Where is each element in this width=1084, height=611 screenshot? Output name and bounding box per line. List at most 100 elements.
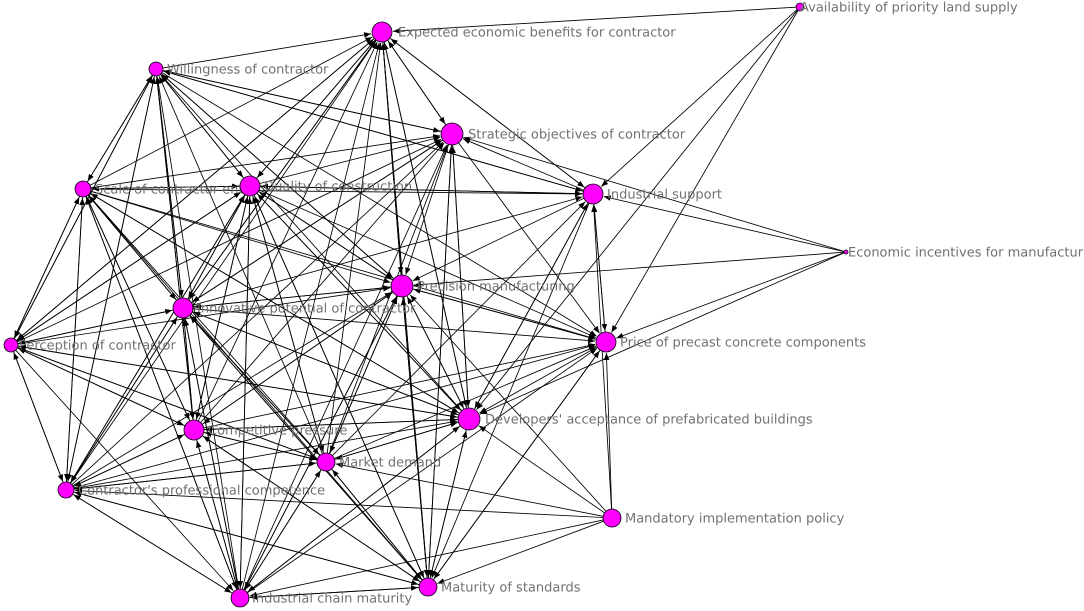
edge-IP-to-PC — [18, 309, 174, 345]
node-circle-mi — [602, 508, 622, 528]
edge-SC-to-DA — [89, 192, 459, 414]
edge-AL-to-IS — [600, 9, 798, 187]
edge-CC-to-EB — [70, 40, 377, 484]
edge-IP-to-MS — [189, 315, 422, 580]
edge-MS-to-IC — [249, 587, 420, 600]
edge-SC-to-IP — [87, 194, 177, 300]
edge-CC-to-PM — [72, 291, 392, 487]
node-pc: Perception of contractor — [3, 337, 176, 354]
edge-AL-to-PP — [611, 10, 799, 333]
edge-PC-to-DA — [17, 345, 458, 419]
edge-SC-to-PC — [14, 196, 80, 338]
edge-MD-to-SC — [88, 195, 321, 456]
node-qc: Quality of construction — [239, 175, 412, 197]
edge-QC-to-IP — [187, 194, 246, 299]
node-cp: Competitive pressure — [183, 419, 347, 441]
node-label-cp: Competitive pressure — [208, 424, 347, 439]
edge-MI-to-MS — [437, 520, 604, 584]
edge-EI-to-SO — [463, 136, 845, 252]
node-ei: Economic incentives for manufacturing — [843, 246, 1084, 261]
edge-QC-to-PM — [258, 191, 393, 280]
edge-EB-to-DA — [383, 41, 468, 408]
edge-WC-to-PC — [14, 75, 154, 339]
edge-QC-to-IC — [237, 195, 251, 589]
node-sc: Scale of contractor enter — [74, 180, 258, 198]
edge-PC-to-IC — [15, 349, 234, 591]
node-circle-pc — [3, 337, 19, 353]
edge-PP-to-MS — [433, 349, 601, 580]
edge-IS-to-DA — [474, 202, 589, 409]
edge-EI-to-IS — [603, 195, 845, 253]
node-label-ei: Economic incentives for manufacturing — [848, 246, 1084, 261]
edge-CC-to-DA — [73, 419, 458, 490]
node-circle-qc — [239, 175, 261, 197]
edge-SC-to-CC — [64, 196, 83, 482]
edge-CP-to-MD — [203, 431, 317, 461]
edge-PM-to-DA — [406, 295, 464, 409]
edge-CP-to-EB — [197, 41, 378, 422]
node-so: Strategic objectives of contractor — [440, 122, 686, 146]
edge-EB-to-QC — [256, 39, 376, 178]
node-ms: Maturity of standards — [418, 577, 581, 597]
edge-DA-to-MS — [429, 429, 467, 578]
edge-IC-to-PP — [247, 347, 598, 594]
edge-MI-to-MD — [335, 462, 604, 517]
node-pp: Price of precast concrete components — [595, 331, 866, 353]
edge-DA-to-IC — [247, 425, 461, 593]
node-label-pp: Price of precast concrete components — [620, 336, 866, 351]
edge-CP-to-CC — [73, 433, 186, 487]
edge-WC-to-CC — [66, 75, 155, 482]
edge-IS-to-MS — [431, 203, 590, 578]
edge-EI-to-PP — [616, 252, 845, 339]
edge-SC-to-CP — [85, 196, 190, 421]
edge-WC-to-PP — [161, 72, 597, 337]
edge-IS-to-PM — [412, 197, 585, 282]
edge-PM-to-PP — [412, 288, 596, 340]
node-label-ms: Maturity of standards — [441, 581, 581, 596]
edge-IC-to-WC — [155, 76, 240, 590]
edge-SC-to-PP — [90, 190, 596, 340]
edge-IC-to-EB — [241, 42, 381, 590]
edge-QC-to-MD — [252, 195, 325, 453]
edge-QC-to-CP — [195, 195, 249, 420]
node-label-pm: Precision manufacturing — [417, 280, 575, 295]
edge-SC-to-EB — [89, 36, 373, 186]
edge-QC-to-DA — [256, 193, 462, 411]
node-circle-da — [457, 407, 481, 431]
edge-IC-to-SO — [243, 144, 448, 590]
edge-CP-to-IC — [196, 439, 239, 589]
node-label-so: Strategic objectives of contractor — [468, 128, 686, 143]
edge-QC-to-PC — [17, 191, 242, 341]
node-wc: Willingness of contractor — [148, 61, 329, 78]
node-circle-pp — [595, 331, 617, 353]
node-circle-al — [795, 2, 805, 12]
nodes-layer: Expected economic benefits for contracto… — [3, 1, 1084, 608]
edge-MI-to-PP — [603, 352, 613, 510]
edge-IP-to-MD — [189, 315, 320, 455]
edge-IP-to-IS — [192, 196, 583, 306]
edge-EI-to-PM — [413, 251, 845, 288]
node-mi: Mandatory implementation policy — [602, 508, 845, 528]
edge-SC-to-SO — [90, 134, 441, 189]
edge-SO-to-DA — [452, 144, 471, 408]
edge-SO-to-MS — [426, 144, 452, 578]
edge-SO-to-PM — [405, 144, 450, 275]
node-circle-ms — [418, 577, 438, 597]
edge-MD-to-CC — [74, 462, 318, 492]
edge-EI-to-DA — [479, 252, 845, 415]
edge-MI-to-IS — [591, 204, 612, 510]
node-circle-is — [582, 183, 604, 205]
edge-QC-to-IS — [259, 185, 583, 197]
edge-CC-to-SO — [71, 141, 444, 485]
edge-MI-to-CC — [74, 488, 604, 518]
edge-PC-to-CC — [13, 351, 64, 482]
edge-DA-to-CP — [204, 418, 459, 433]
edge-SO-to-PP — [458, 142, 600, 334]
node-cc: Contractor's professional competence — [57, 481, 325, 499]
edge-PC-to-MD — [17, 347, 317, 459]
edge-IS-to-SO — [462, 138, 584, 191]
edge-MD-to-IC — [244, 469, 322, 590]
node-pm: Precision manufacturing — [390, 274, 575, 298]
